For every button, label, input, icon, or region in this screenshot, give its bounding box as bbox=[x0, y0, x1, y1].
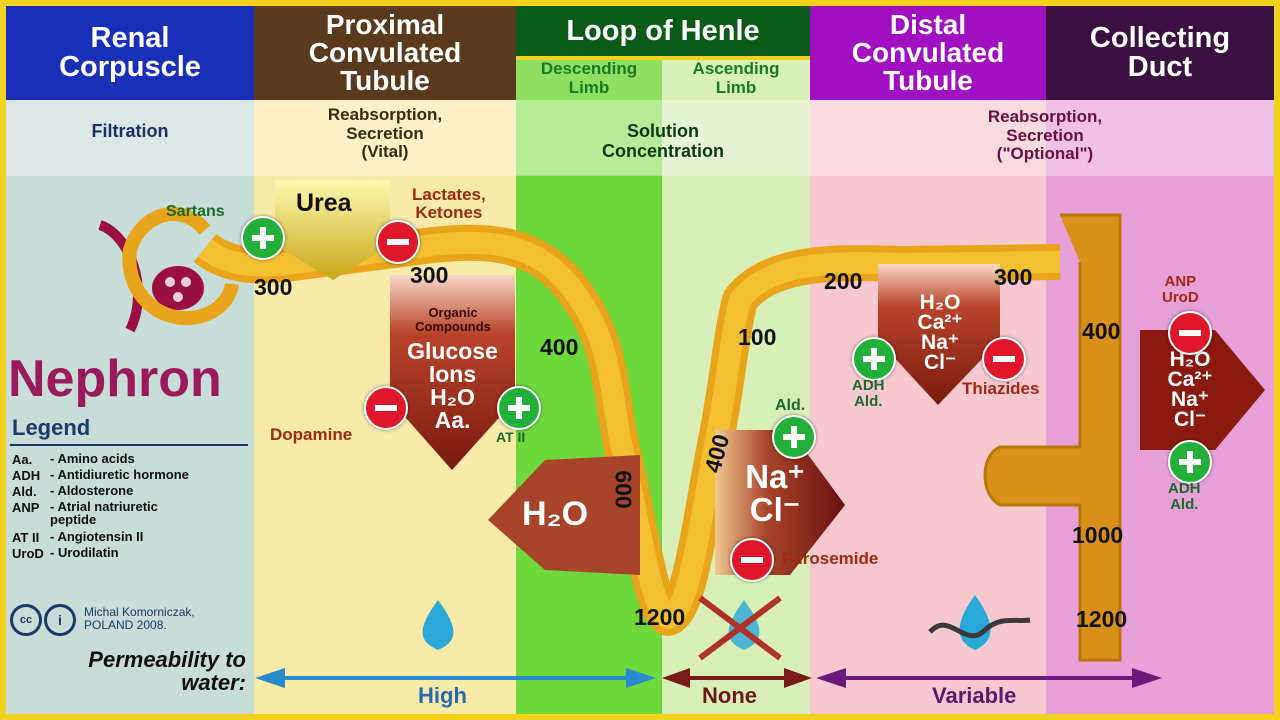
adh-ald-distal-label: ADH Ald. bbox=[852, 377, 885, 410]
osm-descending-400: 400 bbox=[540, 334, 579, 360]
lactates-label: Lactates, Ketones bbox=[412, 185, 486, 222]
urea-label: Urea bbox=[296, 189, 352, 217]
permeability-label: Permeability to water: bbox=[88, 647, 246, 696]
thiazides-label: Thiazides bbox=[962, 379, 1040, 398]
attribution-icon: i bbox=[44, 604, 76, 636]
osm-collecting-400: 400 bbox=[1082, 318, 1121, 344]
plus-icon-adh-distal bbox=[852, 337, 896, 381]
water-drop-high bbox=[422, 600, 454, 650]
descending-limb-label: Descending Limb bbox=[516, 59, 662, 100]
bowman-capsule bbox=[122, 206, 239, 326]
osm-collecting-1000: 1000 bbox=[1072, 522, 1124, 548]
furosemide-label: Furosemide bbox=[782, 549, 879, 568]
legend-title: Legend bbox=[12, 415, 91, 440]
header-renal-corpuscle: Renal Corpuscle bbox=[6, 6, 254, 100]
minus-icon-furosemide bbox=[730, 538, 774, 582]
osm-collecting-1200: 1200 bbox=[1076, 606, 1128, 632]
permeability-none: None bbox=[702, 683, 757, 708]
function-filtration: Filtration bbox=[91, 121, 169, 141]
legend-desc: - Atrial natriuretic peptide bbox=[50, 499, 158, 527]
legend-item: AT II - Angiotensin II bbox=[12, 530, 143, 545]
legend-item: Ald. - Aldosterone bbox=[12, 484, 133, 499]
minus-icon-dopamine bbox=[364, 386, 408, 430]
plus-icon-sartans bbox=[241, 216, 285, 260]
legend-desc: - Antidiuretic hormone bbox=[50, 467, 189, 482]
nephron-title: Nephron bbox=[8, 350, 222, 408]
water-arrow bbox=[488, 455, 640, 575]
header-proximal-tubule: Proximal Convulated Tubule bbox=[254, 6, 516, 100]
legend-abbr: Aa. bbox=[12, 452, 33, 467]
dopamine-label: Dopamine bbox=[270, 425, 353, 444]
header-distal-tubule: Distal Convulated Tubule bbox=[810, 6, 1046, 100]
urea-arrow bbox=[275, 180, 390, 280]
header-collecting-duct: Collecting Duct bbox=[1046, 6, 1274, 100]
ald-label: Ald. bbox=[775, 397, 806, 414]
function-distal: Reabsorption, Secretion ("Optional") bbox=[987, 107, 1103, 164]
osm-proximal-300: 300 bbox=[410, 262, 449, 288]
osm-ascending-100: 100 bbox=[738, 324, 777, 350]
legend-abbr: ANP bbox=[12, 500, 40, 515]
ascending-limb-label: Ascending Limb bbox=[662, 59, 810, 100]
plus-icon-at2 bbox=[497, 386, 541, 430]
legend-abbr: UroD bbox=[12, 546, 44, 561]
function-row bbox=[6, 100, 1274, 176]
legend-abbr: AT II bbox=[12, 530, 40, 545]
h2o-label: H₂O bbox=[522, 495, 589, 533]
plus-icon-adh-collecting bbox=[1168, 440, 1212, 484]
legend-item: UroD - Urodilatin bbox=[12, 546, 119, 561]
minus-icon-anp bbox=[1168, 311, 1212, 355]
anp-urod-label: ANP UroD bbox=[1162, 273, 1199, 306]
collecting-ions-label: H₂O Ca²⁺ Na⁺ Cl⁻ bbox=[1167, 348, 1213, 431]
legend-desc: - Aldosterone bbox=[50, 483, 134, 498]
at2-label: AT II bbox=[496, 429, 526, 445]
collecting-arrow bbox=[1140, 330, 1265, 450]
osm-descending-600: 600 bbox=[610, 470, 637, 509]
distal-band bbox=[810, 100, 1046, 714]
permeability-high: High bbox=[418, 683, 467, 708]
osm-distal-200: 200 bbox=[824, 268, 863, 294]
adh-ald-collecting-label: ADH Ald. bbox=[1168, 480, 1201, 513]
legend-abbr: Ald. bbox=[12, 484, 37, 499]
proximal-reabsorption-arrow bbox=[390, 275, 515, 470]
osm-distal-300: 300 bbox=[994, 264, 1033, 290]
glucose-ions-label: Glucose Ions H₂O Aa. bbox=[407, 338, 498, 433]
legend-item: Aa. - Amino acids bbox=[12, 452, 135, 467]
legend-desc: - Angiotensin II bbox=[50, 529, 144, 544]
cross-icon-b bbox=[698, 595, 782, 661]
cc-icon: cc bbox=[10, 604, 42, 636]
legend-desc: - Amino acids bbox=[50, 451, 135, 466]
sartans-label: Sartans bbox=[166, 203, 225, 220]
nacl-label: Na⁺ Cl⁻ bbox=[745, 458, 805, 528]
distal-arrow bbox=[878, 264, 1000, 405]
water-drop-variable bbox=[959, 595, 991, 650]
minus-icon-thiazides bbox=[982, 337, 1026, 381]
function-loop: Solution Concentration bbox=[601, 121, 724, 161]
osm-corpuscle-300: 300 bbox=[254, 274, 293, 300]
distal-ions-label: H₂O Ca²⁺ Na⁺ Cl⁻ bbox=[917, 291, 963, 374]
legend-item: ANP - Atrial natriuretic peptide bbox=[12, 500, 158, 526]
osm-bottom-1200: 1200 bbox=[634, 604, 686, 630]
variable-wave-icon bbox=[928, 617, 1031, 639]
legend-item: ADH - Antidiuretic hormone bbox=[12, 468, 189, 483]
credit-text: Michal Komorniczak, POLAND 2008. bbox=[84, 605, 195, 632]
glomerulus bbox=[152, 266, 204, 310]
header-loop-of-henle: Loop of Henle bbox=[516, 6, 810, 56]
function-proximal: Reabsorption, Secretion (Vital) bbox=[327, 105, 443, 162]
minus-icon-lactates bbox=[376, 220, 420, 264]
plus-icon-ald bbox=[772, 415, 816, 459]
permeability-variable: Variable bbox=[932, 683, 1017, 708]
legend-abbr: ADH bbox=[12, 468, 41, 483]
collecting-duct bbox=[983, 213, 1122, 662]
legend-desc: - Urodilatin bbox=[50, 545, 119, 560]
organic-compounds-label: Organic Compounds bbox=[415, 305, 491, 334]
